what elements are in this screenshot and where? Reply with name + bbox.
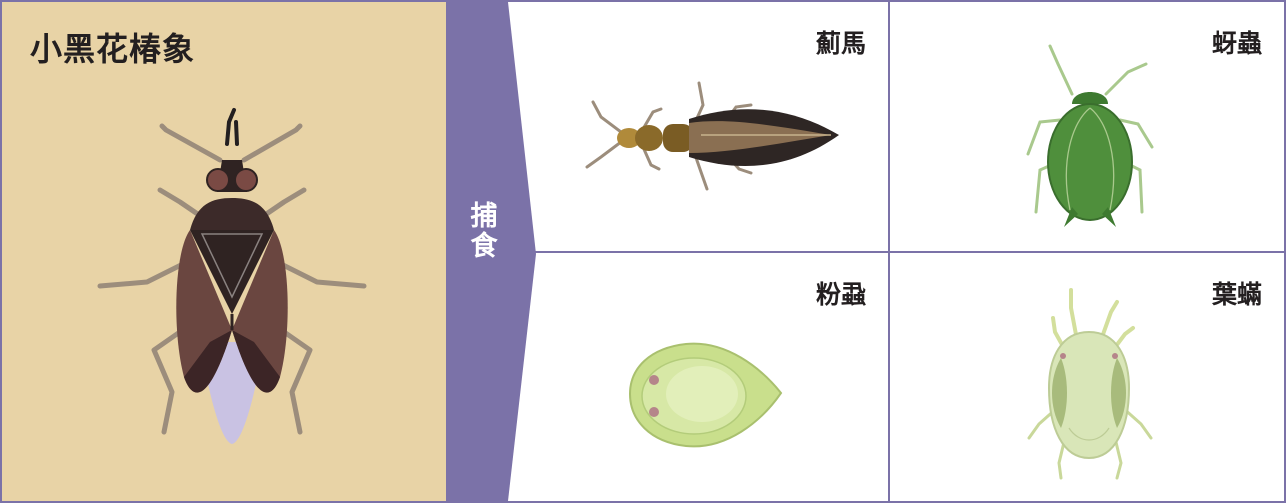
aphid-icon <box>1020 42 1160 232</box>
predator-name: 小黑花椿象 <box>30 24 195 70</box>
prey-name-thrips: 薊馬 <box>816 24 866 60</box>
prey-name-whitefly: 粉蝨 <box>816 275 866 311</box>
whitefly-icon <box>626 338 786 453</box>
predator-panel: 小黑花椿象 <box>2 2 446 501</box>
prey-cell-mite: 葉蟎 <box>890 253 1284 501</box>
prey-cell-thrips: 薊馬 <box>506 2 888 251</box>
prey-name-aphid: 蚜蟲 <box>1212 24 1262 60</box>
predation-label: 捕 食 <box>464 202 504 262</box>
prey-cell-aphid: 蚜蟲 <box>890 2 1284 251</box>
minute-pirate-bug-icon <box>92 102 372 452</box>
predation-label-char-2: 食 <box>464 232 504 262</box>
prey-cell-whitefly: 粉蝨 <box>506 253 888 501</box>
spider-mite-icon <box>1025 288 1155 488</box>
prey-name-mite: 葉蟎 <box>1212 275 1262 311</box>
thrips-icon <box>581 77 841 197</box>
predation-label-char-1: 捕 <box>464 202 504 232</box>
